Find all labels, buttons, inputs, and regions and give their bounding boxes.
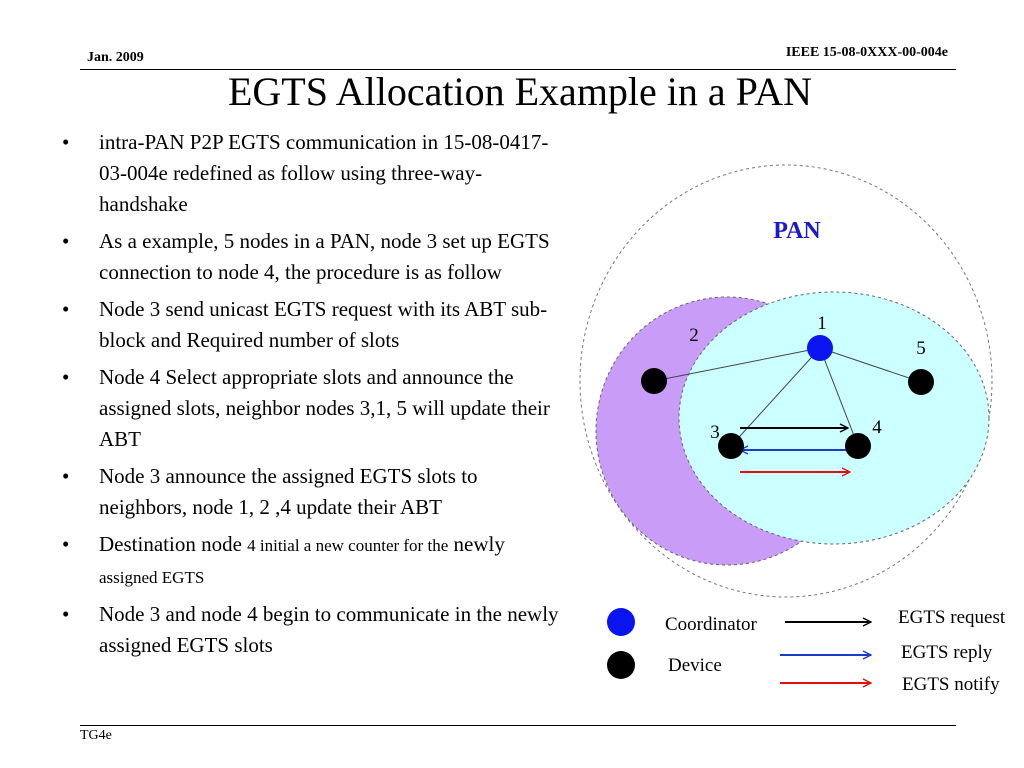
link-1-5 xyxy=(819,347,922,383)
node-4-device xyxy=(845,433,871,459)
bullet-text-part: 4 initial a new counter for the xyxy=(247,536,449,555)
link-1-3 xyxy=(730,347,821,447)
topology-links xyxy=(653,347,922,447)
bullet-item: • Destination node 4 initial a new counte… xyxy=(56,529,568,593)
bullet-item: • Node 3 announce the assigned EGTS slots… xyxy=(56,461,568,523)
bullet-dot-icon: • xyxy=(62,464,70,488)
node-label: 5 xyxy=(916,338,926,359)
pan-boundary xyxy=(579,164,993,598)
bullet-text: intra-PAN P2P EGTS communication in 15-0… xyxy=(99,130,549,216)
node-2-device xyxy=(641,368,667,394)
node-5-device xyxy=(908,369,934,395)
slide-title: EGTS Allocation Example in a PAN xyxy=(227,69,813,114)
node-1-coordinator xyxy=(807,335,833,361)
legend-notify-label: EGTS notify xyxy=(902,674,1000,695)
bullet-text: Node 3 send unicast EGTS request with it… xyxy=(99,297,548,352)
footer-label: TG4e xyxy=(80,728,112,743)
bullet-item: • Node 4 Select appropriate slots and ann… xyxy=(56,362,568,455)
bullet-text: Node 3 announce the assigned EGTS slots … xyxy=(99,464,478,519)
header-rule xyxy=(80,69,956,70)
node-3-device xyxy=(718,433,744,459)
legend-device-label: Device xyxy=(668,655,722,676)
bullet-item: • intra-PAN P2P EGTS communication in 15-… xyxy=(56,127,568,220)
node-label: 1 xyxy=(817,313,827,334)
bullet-item: • Node 3 send unicast EGTS request with i… xyxy=(56,294,568,356)
bullet-dot-icon: • xyxy=(62,532,70,556)
bullet-dot-icon: • xyxy=(62,229,70,253)
node-label: 4 xyxy=(872,417,882,438)
bullet-dot-icon: • xyxy=(62,297,70,321)
coordinator-range xyxy=(678,291,990,545)
bullet-item: • Node 3 and node 4 begin to communicate … xyxy=(56,599,568,661)
header-document-id: IEEE 15-08-0XXX-00-004e xyxy=(785,45,948,60)
legend: Coordinator Device EGTS request EGTS rep… xyxy=(607,607,1006,695)
legend-device-icon xyxy=(607,651,635,679)
bullet-dot-icon: • xyxy=(62,602,70,626)
link-1-2 xyxy=(653,347,821,382)
footer-rule xyxy=(80,725,956,726)
bullet-text-part: newly xyxy=(448,532,505,556)
bullet-text: Node 4 Select appropriate slots and anno… xyxy=(99,365,550,451)
bullet-item: • As a example, 5 nodes in a PAN, node 3 … xyxy=(56,226,568,288)
node-label: 3 xyxy=(710,422,720,443)
node-label: 2 xyxy=(689,325,699,346)
legend-request-label: EGTS request xyxy=(898,607,1006,628)
legend-coordinator-icon xyxy=(607,608,635,636)
bullet-text-part: assigned EGTS xyxy=(99,568,205,587)
pan-label: PAN xyxy=(773,218,821,244)
bullet-dot-icon: • xyxy=(62,365,70,389)
bullet-text-part: Destination node xyxy=(99,532,248,556)
bullet-list: • intra-PAN P2P EGTS communication in 15-… xyxy=(56,127,568,667)
legend-coordinator-label: Coordinator xyxy=(665,614,757,635)
header-date: Jan. 2009 xyxy=(87,50,144,65)
bullet-text: Node 3 and node 4 begin to communicate i… xyxy=(99,602,559,657)
bullet-text: As a example, 5 nodes in a PAN, node 3 s… xyxy=(99,229,550,284)
link-1-4 xyxy=(819,347,859,447)
bullet-dot-icon: • xyxy=(62,130,70,154)
legend-reply-label: EGTS reply xyxy=(901,642,993,663)
